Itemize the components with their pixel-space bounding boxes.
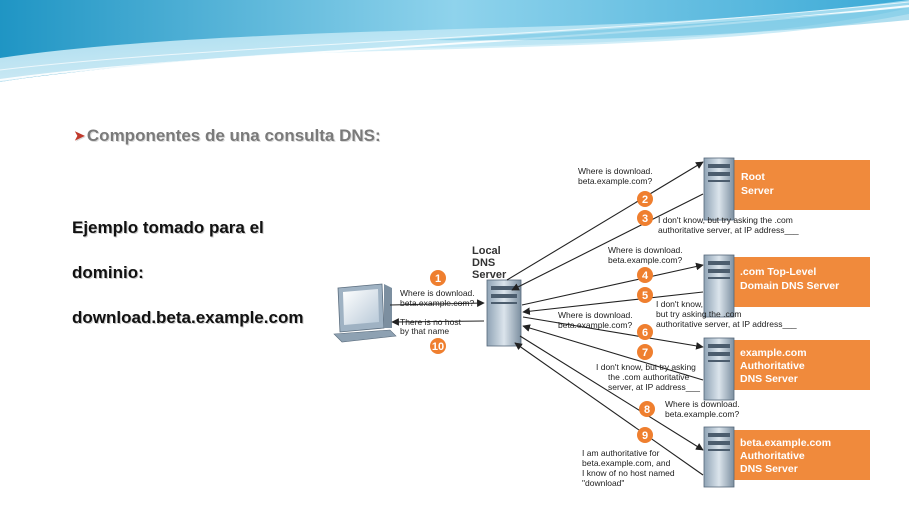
svg-text:8: 8 — [644, 404, 650, 416]
tld-server-box — [728, 257, 870, 307]
step-circle-4: 4 — [637, 267, 653, 283]
arrow-bullet-icon: ➤ — [74, 128, 85, 143]
step-circle-6: 6 — [637, 324, 653, 340]
local-dns-server-icon — [486, 279, 522, 347]
beta-server-box — [728, 430, 870, 480]
root-server-box — [728, 160, 870, 210]
step-circle-1: 1 — [430, 270, 446, 286]
step-2-text: Where is download. beta.example.com? — [578, 166, 655, 186]
step-circle-5: 5 — [637, 287, 653, 303]
tld-server-label: .com Top-Level Domain DNS Server — [740, 266, 839, 292]
beta-server-label: beta.example.com Authoritative DNS Serve… — [740, 437, 834, 475]
slide-heading: ➤ Componentes de una consulta DNS: — [74, 126, 381, 146]
example-line-2: dominio: — [72, 263, 144, 282]
query-arrows — [389, 161, 704, 476]
step-5-text: I don't know, but try asking the .com au… — [656, 299, 797, 329]
example-server-icon — [703, 337, 735, 401]
svg-text:6: 6 — [642, 327, 648, 339]
step-1-text: Where is download. beta.example.com? — [400, 288, 477, 308]
step-9-text: I am authoritative for beta.example.com,… — [582, 448, 677, 488]
svg-text:2: 2 — [642, 194, 648, 206]
step-circle-9: 9 — [637, 427, 653, 443]
header-banner — [0, 0, 909, 95]
step-6-text: Where is download. beta.example.com? — [558, 310, 635, 330]
example-domain: download.beta.example.com — [72, 308, 304, 327]
beta-server-icon — [703, 426, 735, 488]
step-circle-3: 3 — [637, 210, 653, 226]
root-server-icon — [703, 157, 735, 221]
client-computer-icon — [333, 283, 397, 343]
heading-text: Componentes de una consulta DNS: — [86, 126, 381, 145]
step-4-text: Where is download. beta.example.com? — [608, 245, 685, 265]
svg-text:5: 5 — [642, 290, 648, 302]
svg-text:9: 9 — [642, 430, 648, 442]
step-circle-7: 7 — [637, 344, 653, 360]
svg-text:10: 10 — [432, 341, 444, 353]
step-10-text: There is no host by that name — [400, 317, 463, 336]
step-circle-8: 8 — [639, 401, 655, 417]
root-server-label: Root Server — [741, 171, 774, 197]
tld-server-icon — [703, 254, 735, 318]
dns-query-diagram: Root Server .com Top-Level Domain DNS Se… — [332, 150, 872, 490]
svg-text:4: 4 — [642, 270, 649, 282]
example-server-box — [728, 340, 870, 390]
step-7-text: I don't know, but try asking the .com au… — [596, 362, 700, 392]
example-server-label: example.com Authoritative DNS Server — [740, 347, 809, 385]
step-circle-10: 10 — [430, 338, 446, 354]
svg-text:1: 1 — [435, 273, 441, 285]
svg-text:3: 3 — [642, 213, 648, 225]
svg-text:7: 7 — [642, 347, 648, 359]
step-circle-2: 2 — [637, 191, 653, 207]
local-dns-label: Local DNS Server — [472, 245, 507, 281]
example-line-1: Ejemplo tomado para el — [72, 218, 264, 237]
step-8-text: Where is download. beta.example.com? — [665, 399, 742, 419]
step-3-text: I don't know, but try asking the .com au… — [658, 215, 799, 235]
